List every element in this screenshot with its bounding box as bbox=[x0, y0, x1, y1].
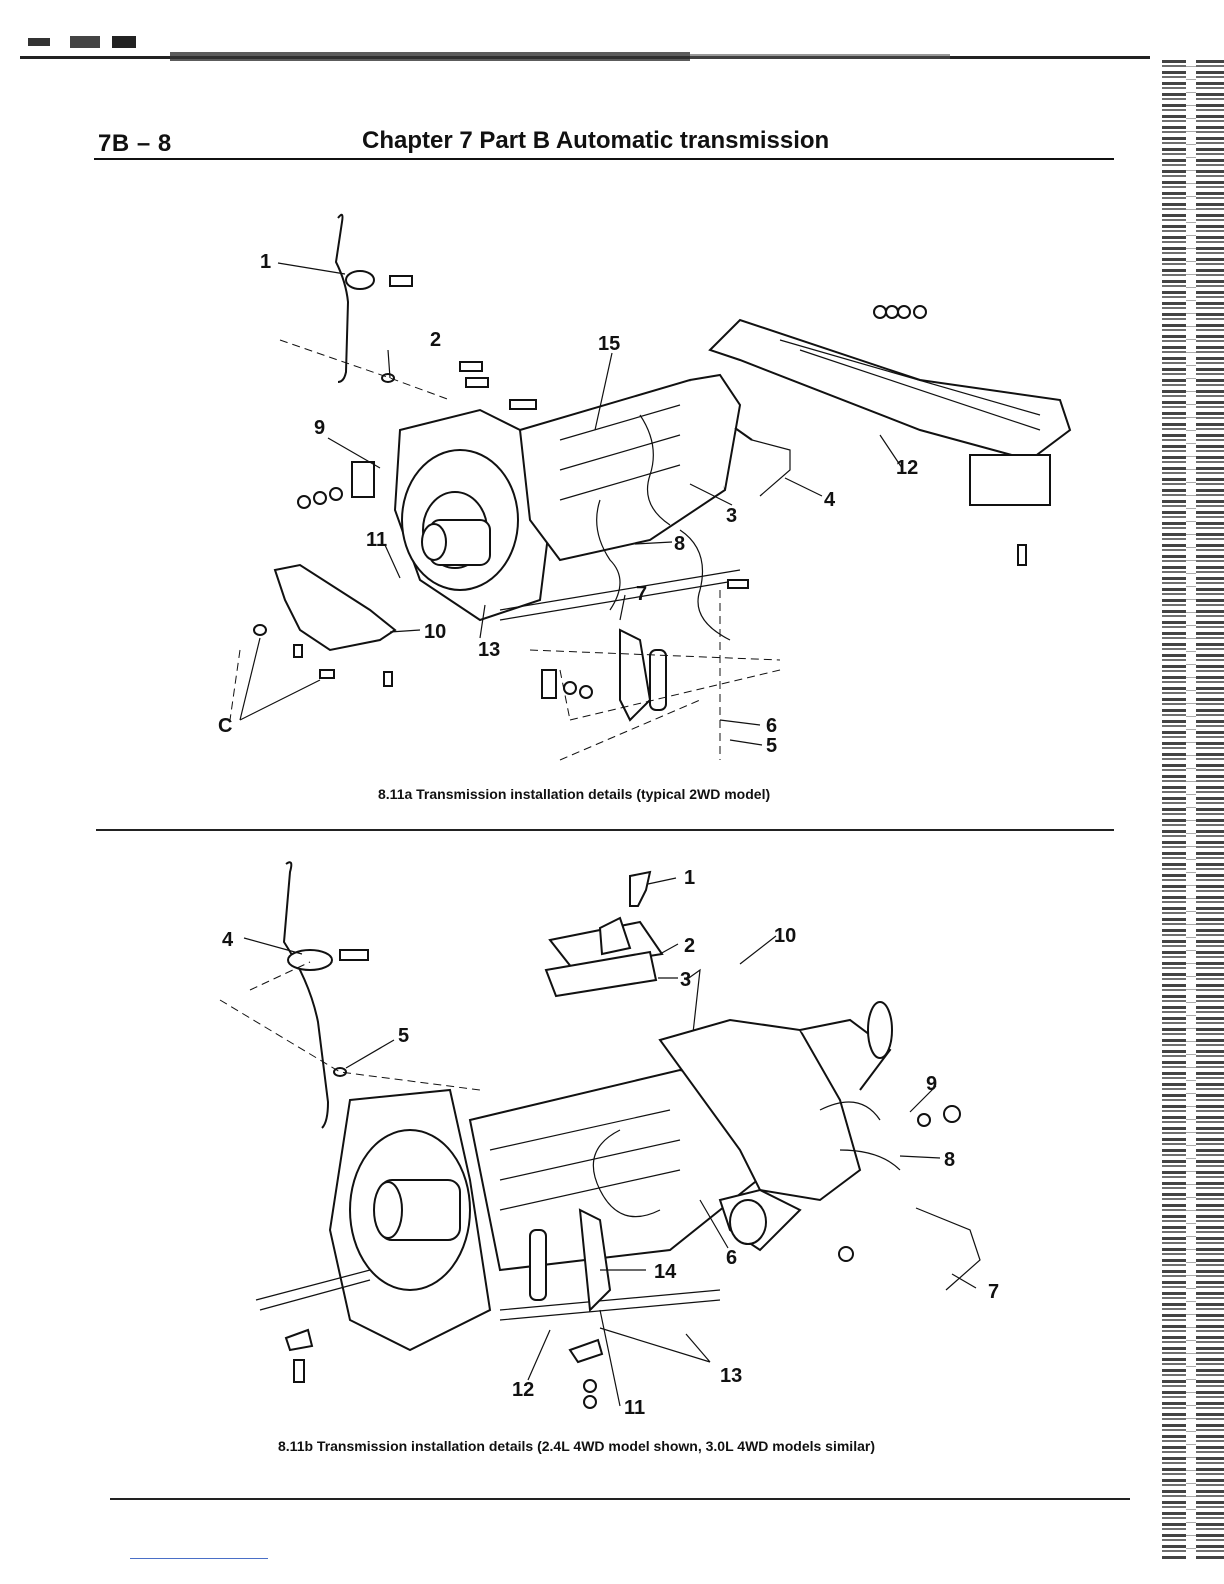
scan-artifact-edge-inner bbox=[1186, 60, 1196, 1560]
scan-artifact-blue-line bbox=[130, 1558, 268, 1559]
callout-3: 3 bbox=[680, 969, 691, 991]
callout-7: 7 bbox=[636, 583, 647, 605]
callout-9: 9 bbox=[926, 1073, 937, 1095]
callout-2: 2 bbox=[430, 329, 441, 351]
callout-5: 5 bbox=[398, 1025, 409, 1047]
callout-11: 11 bbox=[624, 1397, 645, 1419]
callout-10: 10 bbox=[424, 621, 446, 643]
callout-10: 10 bbox=[774, 925, 796, 947]
callout-15: 15 bbox=[598, 333, 620, 355]
section-divider bbox=[96, 829, 1114, 831]
callout-1: 1 bbox=[684, 867, 695, 889]
callout-13: 13 bbox=[478, 639, 500, 661]
figure-2wd-transmission: 1 2 15 9 12 4 3 11 8 7 10 13 C 6 5 bbox=[180, 200, 1100, 780]
callout-9: 9 bbox=[314, 417, 325, 439]
callout-4: 4 bbox=[222, 929, 234, 951]
callout-11: 11 bbox=[366, 529, 387, 551]
figure-a-caption: 8.11a Transmission installation details … bbox=[378, 786, 770, 802]
callout-3: 3 bbox=[726, 505, 737, 527]
figure-4wd-transmission: 1 4 2 10 3 5 9 8 14 6 7 13 12 11 bbox=[200, 850, 1040, 1430]
callout-4: 4 bbox=[824, 489, 836, 511]
callout-13: 13 bbox=[720, 1365, 742, 1387]
scan-artifact-top bbox=[0, 34, 1160, 74]
header-rule bbox=[94, 158, 1114, 160]
chapter-title: Chapter 7 Part B Automatic transmission bbox=[362, 127, 829, 155]
callout-12: 12 bbox=[512, 1379, 534, 1401]
callout-8: 8 bbox=[944, 1149, 955, 1171]
callout-8: 8 bbox=[674, 533, 685, 555]
callout-5: 5 bbox=[766, 735, 777, 757]
callout-c: C bbox=[218, 715, 232, 737]
figure-b-caption: 8.11b Transmission installation details … bbox=[278, 1438, 875, 1454]
callout-12: 12 bbox=[896, 457, 918, 479]
callout-14: 14 bbox=[654, 1261, 677, 1283]
callout-6: 6 bbox=[766, 715, 777, 737]
callout-2: 2 bbox=[684, 935, 695, 957]
footer-rule bbox=[110, 1498, 1130, 1500]
page-number: 7B – 8 bbox=[98, 130, 172, 158]
callout-7: 7 bbox=[988, 1281, 999, 1303]
callout-6: 6 bbox=[726, 1247, 737, 1269]
callout-1: 1 bbox=[260, 251, 271, 273]
